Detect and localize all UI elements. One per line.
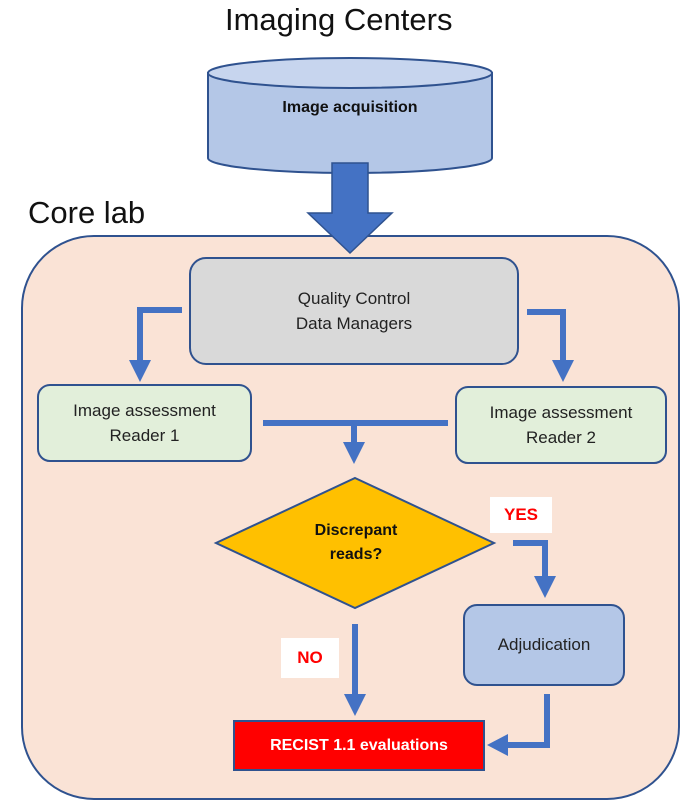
quality-control-line1: Quality Control — [297, 288, 411, 308]
quality-control-line2: Data Managers — [295, 314, 413, 333]
arrow-qc-to-reader1 — [129, 307, 182, 382]
reader2-line2: Reader 2 — [526, 428, 596, 447]
yes-label: YES — [490, 497, 552, 533]
image-acquisition-label: Image acquisition — [282, 99, 418, 116]
reader2-box — [455, 386, 667, 464]
reader1-text: Image assessment Reader 1 — [38, 385, 251, 461]
decision-text: Discrepant reads? — [276, 510, 436, 576]
arrow-yes-to-adjudication — [513, 540, 556, 598]
arrow-qc-to-reader2 — [527, 309, 574, 382]
decision-line2: reads? — [329, 546, 383, 563]
big-down-arrow — [306, 162, 394, 255]
quality-control-box — [189, 257, 519, 365]
reader2-line1: Image assessment — [489, 402, 633, 422]
recist-label: RECIST 1.1 evaluations — [270, 736, 448, 754]
arrow-no-to-recist — [344, 624, 366, 716]
reader1-line2: Reader 1 — [109, 426, 180, 445]
arrow-readers-to-decision — [263, 420, 448, 464]
adjudication-label: Adjudication — [497, 635, 591, 655]
reader2-text: Image assessment Reader 2 — [456, 387, 666, 463]
imaging-centers-title: Imaging Centers — [225, 2, 453, 37]
reader1-box — [37, 384, 252, 462]
adjudication-box — [463, 604, 625, 686]
reader1-line1: Image assessment — [73, 400, 216, 420]
no-label: NO — [281, 638, 339, 678]
recist-box — [233, 720, 485, 771]
arrow-adjudication-to-recist — [487, 694, 550, 756]
discrepant-reads-diamond — [213, 476, 497, 610]
decision-line1: Discrepant — [314, 522, 398, 539]
quality-control-text: Quality Control Data Managers — [190, 258, 518, 364]
core-lab-title: Core lab — [28, 195, 146, 230]
